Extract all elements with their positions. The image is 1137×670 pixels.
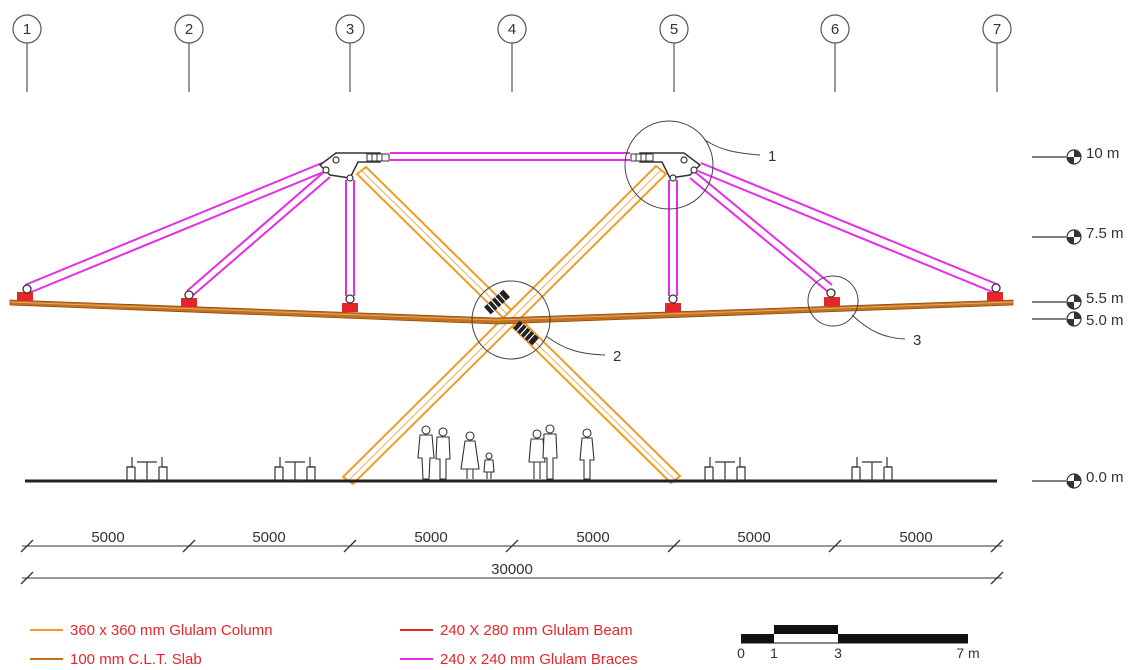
level-5-5m: 5.5 m: [1032, 290, 1124, 310]
overall-dimension: 30000: [20, 561, 1004, 585]
legend-label-slab: 100 mm C.L.T. Slab: [70, 651, 202, 668]
legend-label-braces: 240 x 240 mm Glulam Braces: [440, 651, 638, 668]
grid-7: 7: [982, 14, 1012, 92]
bay-dimension-label: 5000: [737, 529, 770, 546]
overall-dimension-label: 30000: [491, 561, 533, 578]
support-3: [342, 294, 358, 312]
level-markers: 10 m 7.5 m 5.5 m 5.0 m 0: [1032, 145, 1124, 489]
glulam-braces: [24, 152, 1000, 298]
grid-label-3: 3: [346, 21, 354, 38]
grid-5: 5: [659, 14, 689, 92]
center-connectors: [483, 289, 540, 346]
bay-dimension-label: 5000: [899, 529, 932, 546]
scale-tick-label: 1: [770, 645, 778, 661]
person-icon: [435, 427, 451, 480]
grid-label-4: 4: [508, 21, 516, 38]
grid-label-1: 1: [23, 21, 31, 38]
level-label: 10 m: [1086, 145, 1119, 162]
legend: 360 x 360 mm Glulam Column 100 mm C.L.T.…: [30, 622, 638, 668]
person-icon: [528, 429, 546, 479]
grid-2: 2: [174, 14, 204, 92]
grid-4: 4: [497, 14, 527, 92]
level-7-5m: 7.5 m: [1032, 225, 1124, 245]
bay-dimension-label: 5000: [252, 529, 285, 546]
level-0-0m: 0.0 m: [1032, 469, 1124, 489]
legend-item-slab: 100 mm C.L.T. Slab: [30, 651, 202, 668]
support-1: [17, 284, 33, 301]
level-label: 0.0 m: [1086, 469, 1124, 486]
legend-item-column: 360 x 360 mm Glulam Column: [30, 622, 273, 639]
level-label: 5.5 m: [1086, 290, 1124, 307]
bay-dimension-label: 5000: [576, 529, 609, 546]
level-label: 7.5 m: [1086, 225, 1124, 242]
table-chairs-icon: [126, 457, 168, 481]
beam-supports: [17, 283, 1003, 312]
top-node-left: [318, 152, 390, 182]
callout-2: 2: [471, 280, 621, 365]
callout-label-3: 3: [913, 332, 921, 349]
grid-6: 6: [820, 14, 850, 92]
bay-dimensions: 5000 5000 5000 5000 5000 5000: [20, 529, 1004, 553]
person-icon: [483, 452, 495, 479]
person-icon: [579, 428, 595, 480]
top-node-right: [630, 152, 702, 182]
legend-label-beam: 240 X 280 mm Glulam Beam: [440, 622, 633, 639]
callout-label-2: 2: [613, 348, 621, 365]
scale-bar: 0 1 3 7 m: [737, 625, 980, 661]
glulam-columns: [341, 164, 682, 486]
callout-3: 3: [807, 275, 921, 349]
grid-1: 1: [12, 14, 42, 92]
clt-slab: [9, 299, 1014, 325]
support-5: [665, 294, 681, 312]
legend-item-braces: 240 x 240 mm Glulam Braces: [400, 651, 638, 668]
cafe-table-icons: [126, 457, 893, 481]
level-label: 5.0 m: [1086, 312, 1124, 329]
person-icon: [417, 425, 435, 480]
level-10m: 10 m: [1032, 145, 1119, 165]
support-2: [181, 290, 197, 307]
table-chairs-icon: [274, 457, 316, 481]
scale-tick-label: 0: [737, 645, 745, 661]
callout-1: 1: [624, 120, 776, 210]
person-icon: [542, 424, 558, 480]
person-icon: [460, 431, 480, 479]
detail-callouts: 1 2 3: [471, 120, 921, 365]
grid-label-2: 2: [185, 21, 193, 38]
callout-label-1: 1: [768, 148, 776, 165]
scale-tick-label: 3: [834, 645, 842, 661]
grid-lines: 1 2 3 4 5 6 7: [12, 14, 1012, 92]
bay-dimension-label: 5000: [91, 529, 124, 546]
table-chairs-icon: [704, 457, 746, 481]
grid-3: 3: [335, 14, 365, 92]
bay-dimension-label: 5000: [414, 529, 447, 546]
level-5-0m: 5.0 m: [1032, 311, 1124, 329]
legend-label-column: 360 x 360 mm Glulam Column: [70, 622, 273, 639]
support-7: [987, 283, 1003, 301]
grid-label-7: 7: [993, 21, 1001, 38]
scale-tick-label: 7 m: [956, 645, 979, 661]
table-chairs-icon: [851, 457, 893, 481]
legend-item-beam: 240 X 280 mm Glulam Beam: [400, 622, 633, 639]
people-icons: [417, 424, 595, 480]
grid-label-5: 5: [670, 21, 678, 38]
support-6: [824, 288, 840, 306]
grid-label-6: 6: [831, 21, 839, 38]
